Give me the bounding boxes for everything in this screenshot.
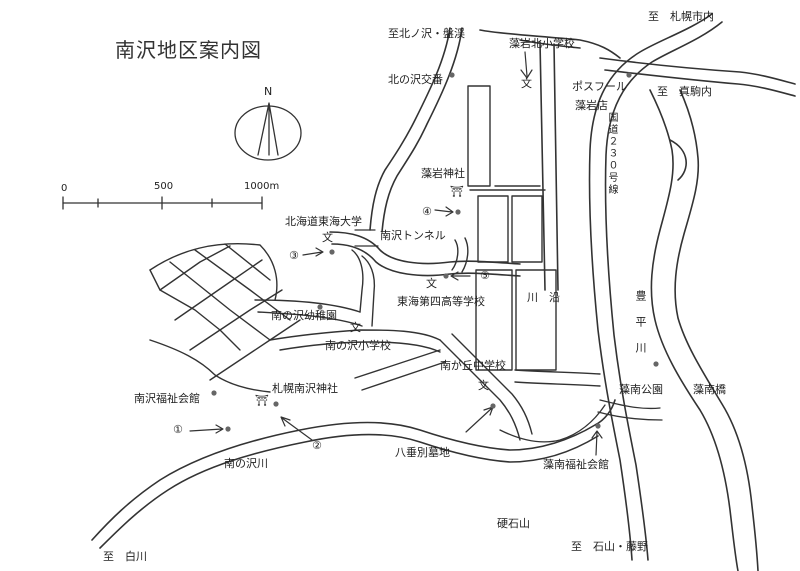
label-kawazoe: 川 沿 [527,291,560,304]
south-roads [499,399,663,443]
label-to-sapporo: 至 札幌市内 [648,10,714,23]
scale-label-0: 0 [61,183,68,194]
school-mark: 文 [350,321,361,334]
label-to-makomanai: 至 真駒内 [657,85,712,98]
residential-grid [149,243,441,393]
north-label: N [264,85,273,98]
label-fujinan-welfare: 藻南福祉会館 [543,458,609,471]
location-dots [211,72,659,432]
minaminosawa-river [91,399,616,549]
label-fujinan-park: 藻南公園 [619,383,663,396]
marker-5: ⑤ [480,269,490,282]
label-toyohira-river: 豊 平 川 [634,290,647,355]
road-to-makomanai [599,57,796,97]
label-yatarebetsu-cemetery: 八垂別墓地 [395,446,450,459]
map-title: 南沢地区案内図 [115,38,262,62]
label-to-kitanosawa: 至北ノ沢・盤渓 [388,27,465,40]
marker-1: ① [173,423,183,436]
school-mark: 文 [478,379,489,392]
label-posful: ポスフール [572,80,627,93]
north-arrow-icon [257,102,279,156]
road-north [369,27,463,233]
tunnel-road [329,229,521,277]
school-mark: 文 [426,277,437,290]
label-sapporo-minamisawa-shrine: 札幌南沢神社 [272,382,338,395]
marker-4: ④ [422,205,432,218]
road-posful [479,29,621,291]
label-minaminosawa-kindergarten: 南の沢幼稚園 [271,309,337,322]
label-minaminosawa-school: 南の沢小学校 [325,339,391,352]
compass-circle [234,105,302,161]
school-mark: 文 [322,231,333,244]
school-mark: 文 [521,77,532,90]
label-route-230: 国道２３０号線 [606,112,617,196]
label-minamigaoka-school: 南が丘中学校 [440,359,506,372]
label-moiwa-shrine: 藻岩神社 [421,167,465,180]
toyohira-river [649,89,759,571]
shrine-mark: ⛩ [255,394,269,407]
scale-label-500: 500 [154,181,174,192]
pointer-arrows [189,51,603,456]
label-to-ishiyama: 至 石山・藤野 [571,540,648,553]
label-kitanosawa-koban: 北の沢交番 [388,73,443,86]
label-hardstone-mt: 硬石山 [497,517,530,530]
label-tokai-univ: 北海道東海大学 [285,215,362,228]
label-fujinan-bridge: 藻南橋 [693,383,726,396]
shrine-mark: ⛩ [450,185,464,198]
label-tokai-high: 東海第四高等学校 [397,295,485,308]
label-moiwa-store: 藻岩店 [575,99,608,112]
label-minamisawa-welfare: 南沢福祉会館 [134,392,200,405]
marker-2: ② [312,439,322,452]
label-moiwa-kita-school: 藻岩北小学校 [509,37,575,50]
label-minamisawa-tunnel: 南沢トンネル [380,229,446,242]
grid-district [467,85,557,371]
scale-bar [62,196,263,210]
label-to-shirakawa: 至 白川 [103,550,147,563]
route-230-road [588,13,723,561]
scale-label-1000: 1000m [244,181,280,192]
middle-roads [354,237,601,441]
marker-3: ③ [289,249,299,262]
label-minaminosawa-river: 南の沢川 [224,457,268,470]
